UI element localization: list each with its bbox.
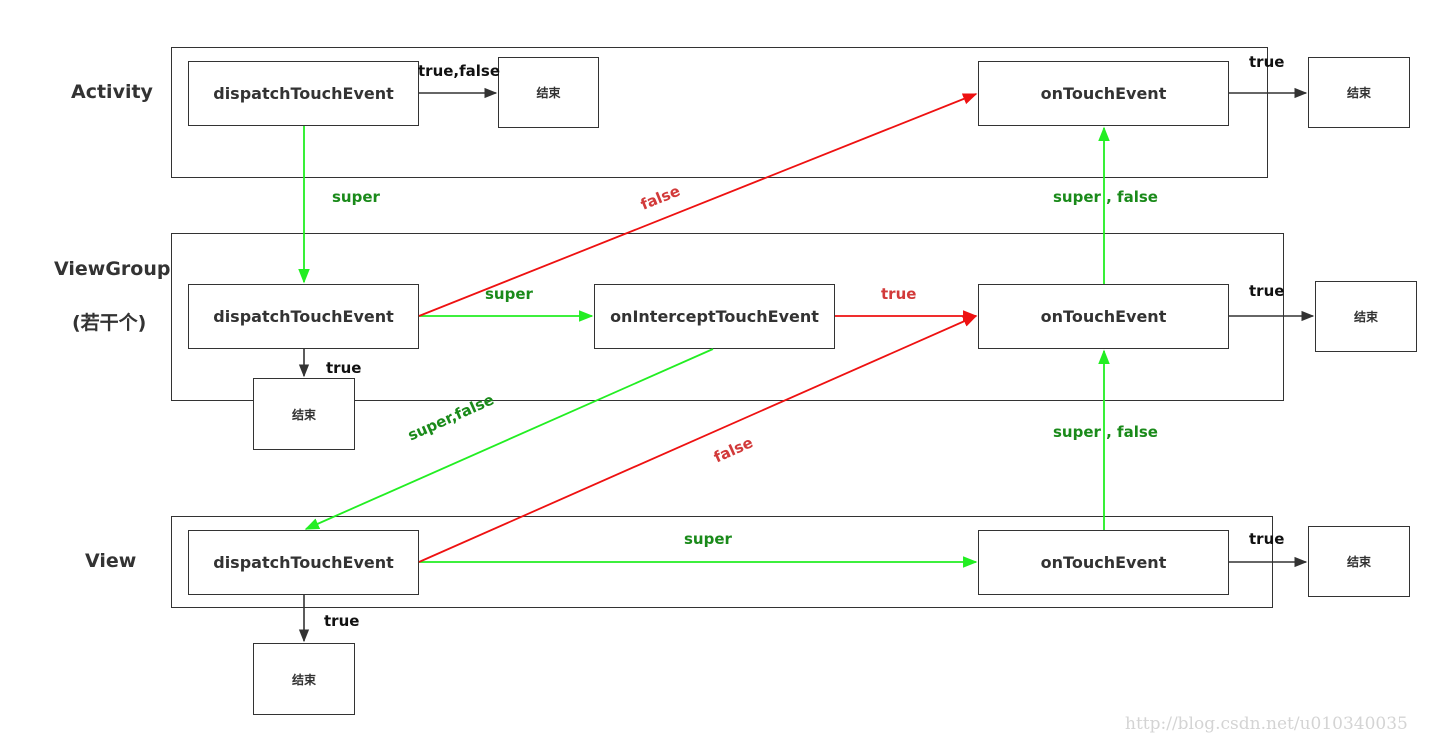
viewgroup-on-intercept-touch-event-node: onInterceptTouchEvent bbox=[594, 284, 835, 349]
activity-on-touch-event-node: onTouchEvent bbox=[978, 61, 1229, 126]
layer-label-view: View bbox=[85, 550, 137, 572]
view-on-touch-event-node: onTouchEvent bbox=[978, 530, 1229, 595]
edge-label-viewgroup-super: super bbox=[485, 285, 533, 303]
layer-label-activity: Activity bbox=[71, 81, 153, 103]
arrow-viewgroup-dispatch-to-activity-ontouch bbox=[418, 93, 978, 317]
activity-dispatch-touch-event-node: dispatchTouchEvent bbox=[188, 61, 419, 126]
edge-label-activity-dispatch-true-false: true,false bbox=[418, 62, 501, 80]
edge-label-view-dispatch-true: true bbox=[324, 612, 360, 630]
activity-dispatch-end-node: 结束 bbox=[498, 57, 599, 128]
layer-label-viewgroup: ViewGroup bbox=[54, 258, 171, 280]
edge-label-upper-super-false: super , false bbox=[1053, 188, 1158, 206]
edge-label-view-super: super bbox=[684, 530, 732, 548]
arrow-view-dispatch-to-viewgroup-ontouch bbox=[418, 315, 978, 563]
viewgroup-dispatch-end-node: 结束 bbox=[253, 378, 355, 450]
viewgroup-ontouch-end-node: 结束 bbox=[1315, 281, 1417, 352]
edge-label-lower-super-false: super , false bbox=[1053, 423, 1158, 441]
layer-label-viewgroup-note: (若干个) bbox=[72, 312, 147, 334]
view-ontouch-end-node: 结束 bbox=[1308, 526, 1410, 597]
view-dispatch-end-node: 结束 bbox=[253, 643, 355, 715]
arrow-intercept-to-view-dispatch bbox=[304, 348, 714, 530]
viewgroup-dispatch-touch-event-node: dispatchTouchEvent bbox=[188, 284, 419, 349]
activity-ontouch-end-node: 结束 bbox=[1308, 57, 1410, 128]
edge-label-activity-ontouch-true: true bbox=[1249, 53, 1285, 71]
watermark-text: http://blog.csdn.net/u010340035 bbox=[1125, 714, 1408, 734]
viewgroup-on-touch-event-node: onTouchEvent bbox=[978, 284, 1229, 349]
edge-label-viewgroup-dispatch-true: true bbox=[326, 359, 362, 377]
edge-label-view-ontouch-true: true bbox=[1249, 530, 1285, 548]
edge-label-viewgroup-ontouch-true: true bbox=[1249, 282, 1285, 300]
edge-label-intercept-true: true bbox=[881, 285, 917, 303]
view-dispatch-touch-event-node: dispatchTouchEvent bbox=[188, 530, 419, 595]
edge-label-activity-super: super bbox=[332, 188, 380, 206]
